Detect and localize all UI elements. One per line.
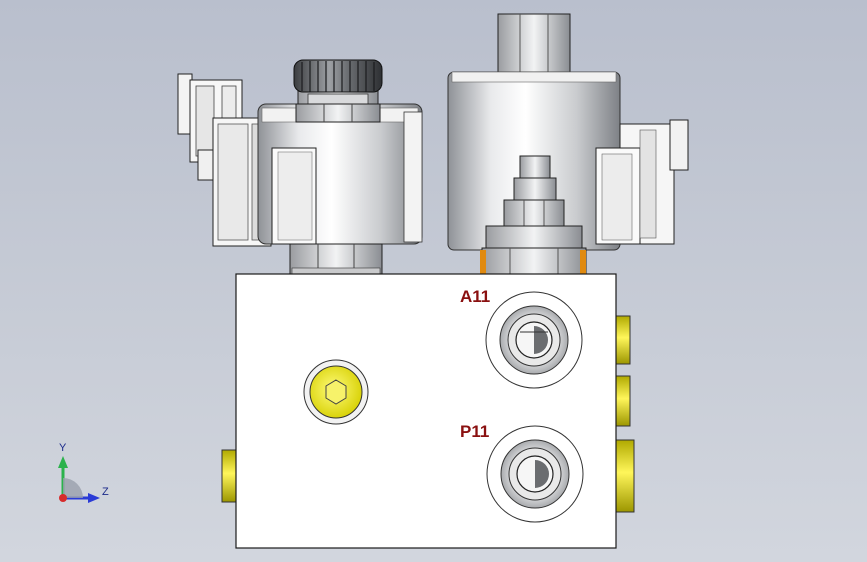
coordinate-triad-icon — [58, 456, 100, 503]
right-valve-base-nut — [480, 225, 587, 275]
hex-socket-plug — [303, 359, 369, 425]
right-electrical-connector — [595, 119, 689, 245]
right-lower-plug-fitting — [613, 439, 635, 513]
axis-label-y: Y — [59, 442, 67, 454]
axis-label-z: Z — [102, 486, 109, 498]
left-lock-nut — [295, 103, 381, 123]
port-label-a11: A11 — [460, 287, 491, 306]
left-solenoid-valve — [177, 59, 423, 277]
right-valve-stem — [503, 155, 565, 227]
port-label-p11: P11 — [460, 422, 490, 441]
port-p11[interactable] — [486, 425, 584, 523]
left-electrical-connector — [177, 73, 272, 247]
manifold-block[interactable] — [221, 273, 635, 549]
port-a11[interactable] — [485, 291, 583, 389]
adjustment-knob — [293, 59, 383, 107]
left-valve-base-nut — [289, 243, 383, 277]
right-solenoid-valve — [447, 13, 689, 275]
right-top-hex-nut — [497, 13, 571, 75]
